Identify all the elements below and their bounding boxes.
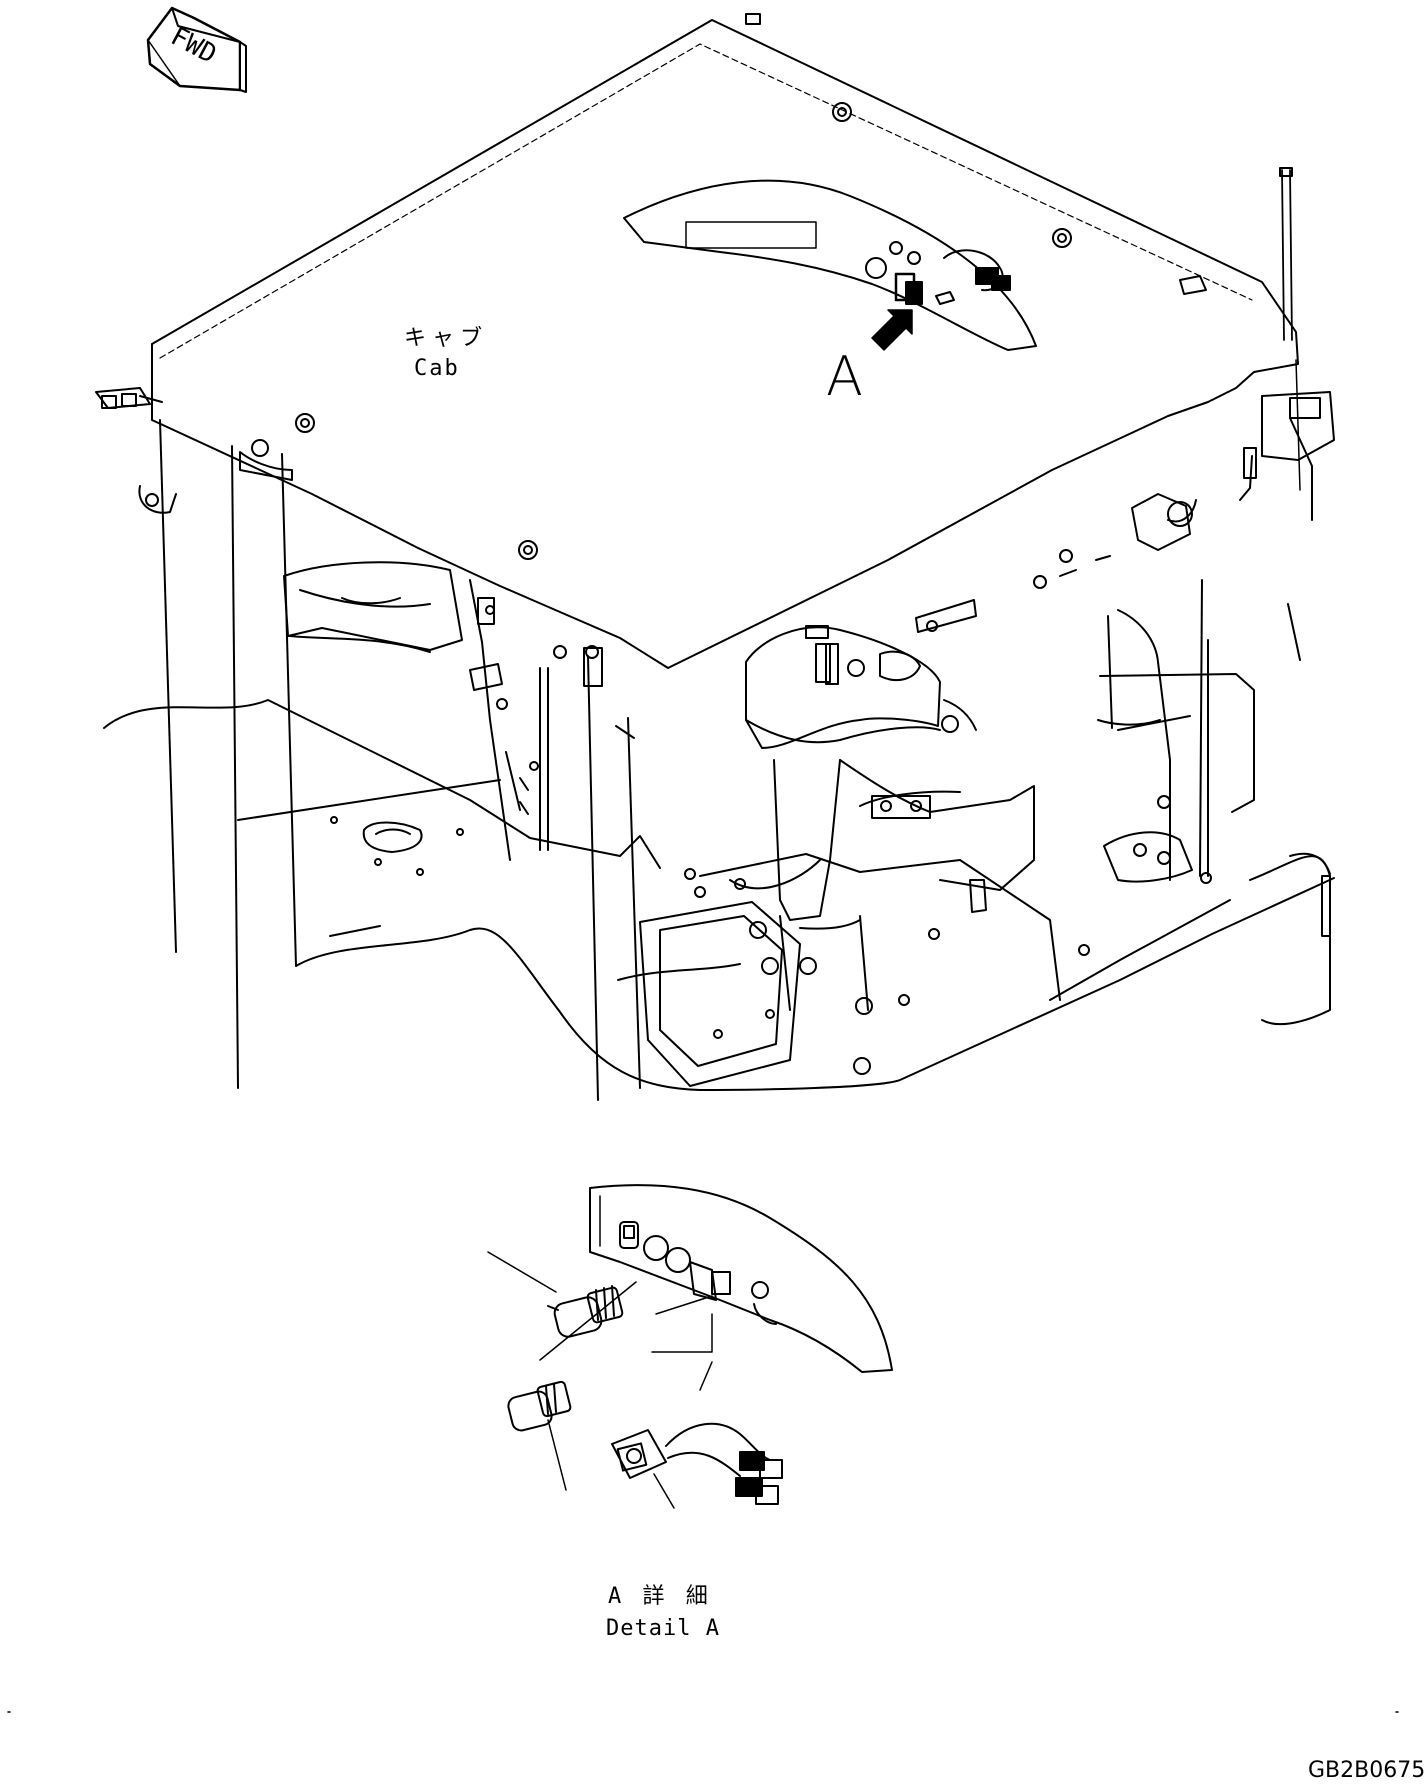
operator-console xyxy=(729,625,1035,1011)
right-frame xyxy=(915,391,1335,633)
cab-pillars xyxy=(159,419,1301,1101)
cab-floor xyxy=(103,699,1335,1091)
detail-a-switch-harness xyxy=(611,1422,783,1505)
roof-console xyxy=(623,179,1037,351)
cab-label-jp: キャブ xyxy=(404,326,489,351)
detail-a-panel xyxy=(589,1184,893,1373)
right-lower-frame xyxy=(1049,673,1331,1026)
detail-a-switch-lower xyxy=(507,1380,572,1432)
fwd-arrow-icon xyxy=(146,6,247,93)
left-mirror-bracket xyxy=(95,387,177,514)
cab-roof xyxy=(151,13,1299,669)
cab-label-en: Cab xyxy=(414,356,460,381)
left-interior xyxy=(283,561,603,861)
detail-a-switch-upper xyxy=(547,1285,624,1338)
leader-lines xyxy=(487,1251,713,1509)
detail-a-title-jp: A 詳 細 xyxy=(608,1584,712,1609)
callout-a-label: A xyxy=(826,345,863,408)
callout-arrow-icon xyxy=(871,309,913,351)
drawing-id: GB2B0675 xyxy=(1308,1758,1426,1783)
detail-a-title-en: Detail A xyxy=(606,1616,720,1641)
antenna xyxy=(1279,167,1301,491)
